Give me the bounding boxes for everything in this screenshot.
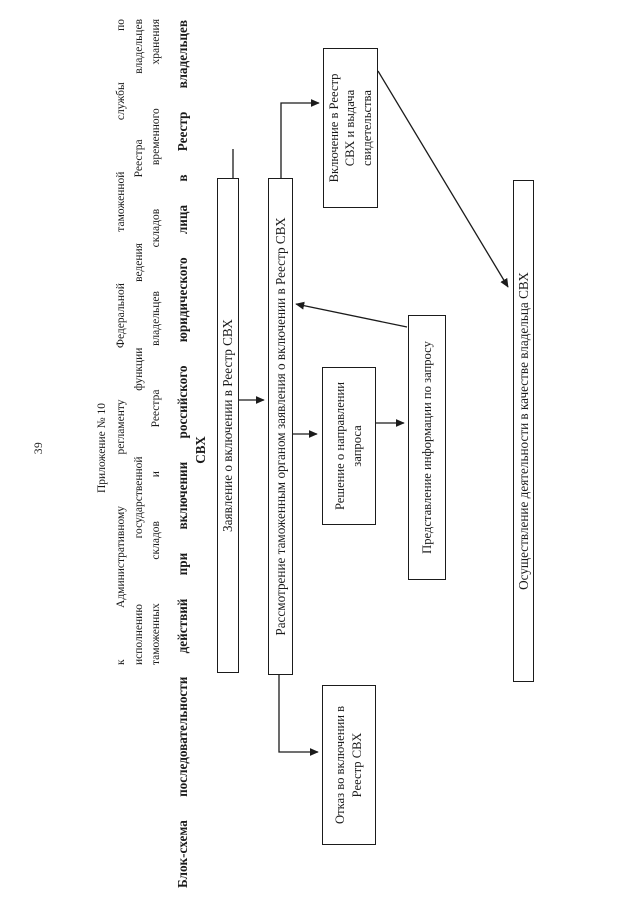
flow-box-application-label: Заявление о включении в Реестр СВХ [220,319,236,532]
flow-box-inclusion-label: Включение в Реестр СВХ и выдача свидетел… [326,73,374,183]
flow-box-info-provision: Представление информации по запросу [408,315,446,580]
arrow-info-to-review [295,301,408,328]
flow-box-info-provision-label: Представление информации по запросу [419,341,434,554]
arrow-review-to-inclusion [280,99,320,178]
flow-box-request-decision-label: Решение о направлении запроса [333,381,364,511]
arrow-review-to-refusal [278,675,319,756]
flow-box-request-decision: Решение о направлении запроса [322,367,376,525]
flow-box-operation: Осуществление деятельности в качестве вл… [513,180,534,682]
flow-box-review-label: Рассмотрение таможенным органом заявлени… [272,217,288,636]
flow-box-application: Заявление о включении в Реестр СВХ [217,178,239,673]
flow-box-review: Рассмотрение таможенным органом заявлени… [268,178,293,675]
flow-box-refusal: Отказ во включении в Реестр СВХ [322,685,376,845]
flow-box-inclusion: Включение в Реестр СВХ и выдача свидетел… [323,48,378,208]
flow-box-refusal-label: Отказ во включении в Реестр СВХ [333,705,364,825]
arrow-inclusion-to-operation [377,70,509,288]
flow-box-operation-label: Осуществление деятельности в качестве вл… [515,272,531,590]
